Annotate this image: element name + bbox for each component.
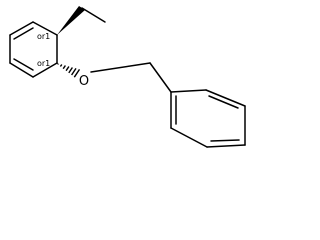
ring-double-bond-inner-top	[13, 27, 34, 40]
hash-line	[68, 67, 73, 74]
hash-line	[62, 65, 66, 70]
ring-bond-c1-c2	[9, 21, 34, 36]
structure-canvas: or1 or1 O	[0, 0, 250, 150]
benzene-bond-4	[206, 144, 246, 148]
stereo-label-bottom: or1	[37, 59, 50, 68]
benzene-bond-2	[205, 89, 246, 107]
hash-line	[65, 66, 70, 72]
bond-oxygen-ch2	[90, 62, 151, 73]
benzene-bond-5	[170, 127, 208, 148]
ethyl-bond-ch2-ch3	[81, 7, 106, 23]
ring-double-bond-inner-bottom	[13, 58, 34, 71]
wedge-bond-ethyl	[57, 6, 85, 35]
ethyl-group	[57, 6, 106, 35]
bond-ch2-phenyl	[149, 62, 172, 93]
ring-bond-c2-c3	[32, 21, 58, 36]
hashed-bond-oxygen	[57, 63, 81, 78]
ring-bond-c4-c5	[32, 62, 58, 78]
benzene-ring	[170, 89, 246, 148]
cyclohexadiene-ring	[9, 21, 58, 78]
benzene-bond-1	[170, 89, 207, 93]
hash-line	[73, 69, 81, 78]
chemical-structure: or1 or1 O	[9, 6, 246, 148]
ring-bond-c5-c6	[9, 62, 34, 78]
hash-line	[57, 63, 59, 65]
benzene-inner-double-3	[210, 139, 240, 142]
oxygen-atom-label: O	[79, 74, 89, 89]
benzene-inner-double-2	[208, 95, 239, 109]
stereo-label-top: or1	[37, 32, 50, 41]
hash-line	[59, 64, 63, 67]
hash-line	[71, 68, 77, 76]
